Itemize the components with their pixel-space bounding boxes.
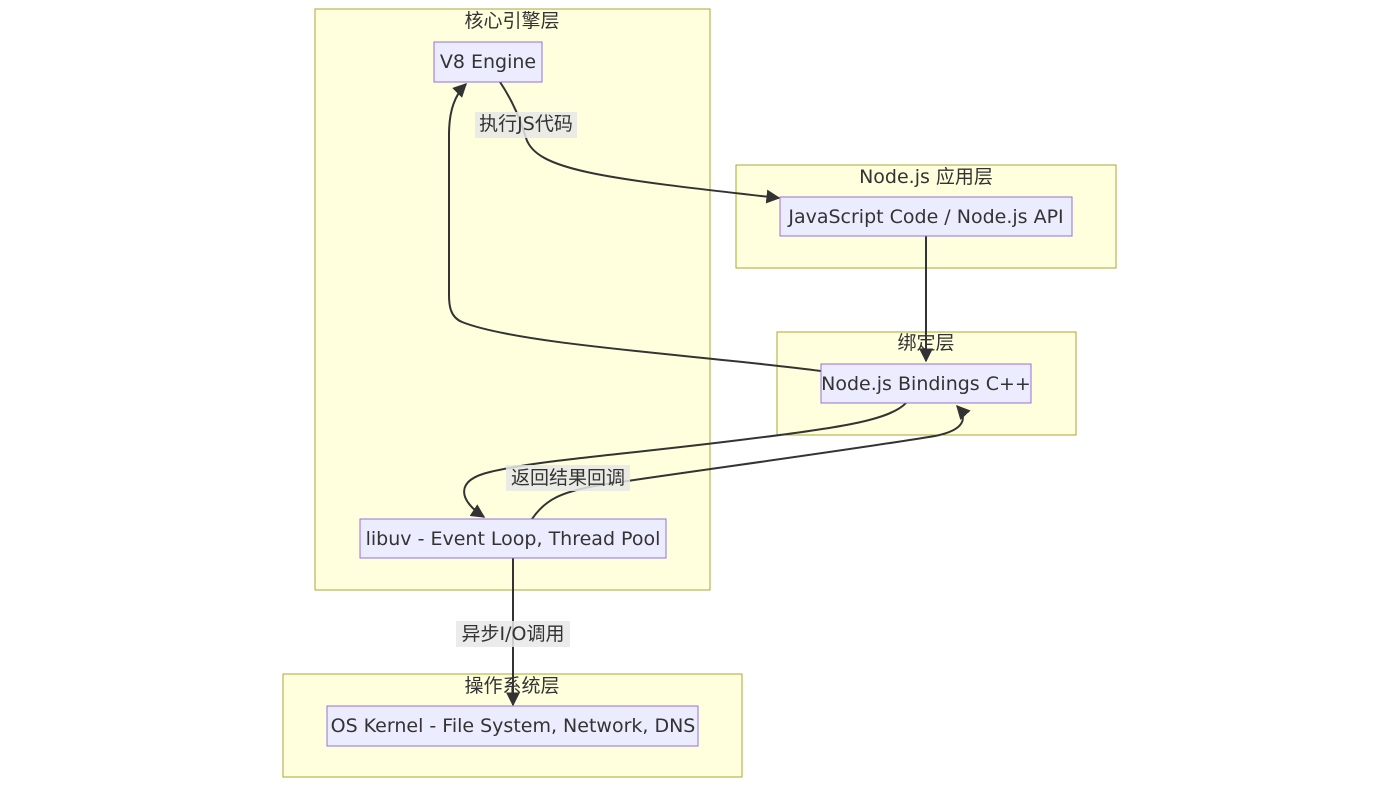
node-os-kernel-label: OS Kernel - File System, Network, DNS bbox=[331, 715, 696, 737]
node-libuv-label: libuv - Event Loop, Thread Pool bbox=[366, 528, 661, 550]
edge-label-async-io: 异步I/O调用 bbox=[456, 621, 570, 647]
cluster-core-engine-title: 核心引擎层 bbox=[464, 10, 559, 32]
node-bindings[interactable]: Node.js Bindings C++ bbox=[820, 363, 1032, 404]
edge-label-exec-js-text: 执行JS代码 bbox=[479, 113, 573, 135]
edge-label-return-callback: 返回结果回调 bbox=[506, 465, 630, 491]
edge-bindings-to-v8 bbox=[448, 83, 822, 372]
node-javascript-code-label: JavaScript Code / Node.js API bbox=[787, 206, 1063, 228]
node-os-kernel[interactable]: OS Kernel - File System, Network, DNS bbox=[326, 705, 699, 747]
edge-libuv-to-bindings bbox=[531, 404, 971, 520]
node-v8-engine-label: V8 Engine bbox=[440, 51, 536, 73]
cluster-app-layer-title: Node.js 应用层 bbox=[859, 166, 993, 188]
edge-label-return-callback-text: 返回结果回调 bbox=[511, 467, 625, 489]
edge-label-exec-js: 执行JS代码 bbox=[475, 112, 577, 138]
edge-label-async-io-text: 异步I/O调用 bbox=[462, 623, 565, 645]
edge-v8-to-js bbox=[499, 81, 781, 204]
edge-bindings-to-libuv bbox=[463, 402, 907, 518]
node-javascript-code[interactable]: JavaScript Code / Node.js API bbox=[779, 196, 1073, 237]
node-libuv[interactable]: libuv - Event Loop, Thread Pool bbox=[359, 518, 667, 559]
cluster-core-engine: 核心引擎层 bbox=[314, 8, 711, 591]
node-bindings-label: Node.js Bindings C++ bbox=[821, 373, 1031, 395]
node-v8-engine[interactable]: V8 Engine bbox=[433, 41, 543, 83]
